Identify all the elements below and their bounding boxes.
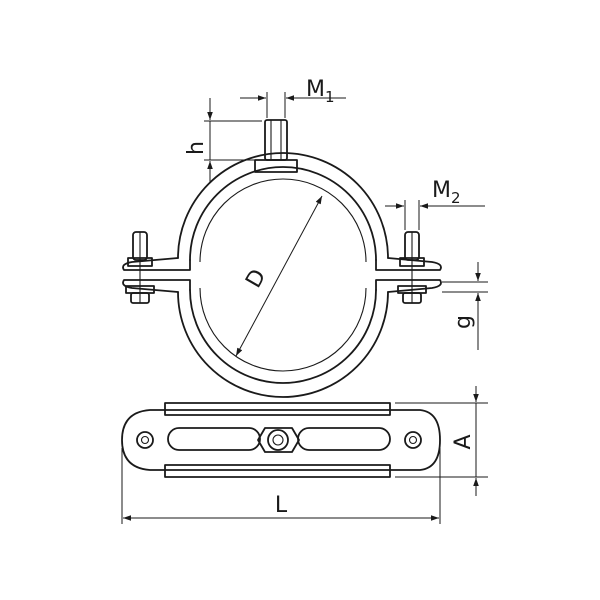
a-label: A	[451, 434, 476, 449]
clamp-front-view: D	[122, 119, 442, 398]
m2-label: M2	[432, 178, 461, 207]
right-hole	[404, 431, 422, 449]
clamp-top-view	[121, 402, 441, 478]
h-dimension: h	[184, 98, 262, 182]
left-lower-tab	[122, 279, 191, 293]
clamp-inner-band	[189, 166, 377, 261]
clamp-outer-band	[177, 152, 389, 259]
g-dimension: g	[442, 262, 488, 350]
left-screw	[125, 231, 155, 304]
clamp-liner-edge-lower	[199, 287, 367, 372]
g-label: g	[451, 315, 476, 329]
left-slot	[167, 427, 261, 451]
right-lower-tab	[375, 279, 442, 293]
right-upper-tab	[375, 257, 442, 271]
h-label: h	[184, 141, 209, 155]
clamp-liner-edge	[199, 178, 367, 263]
left-hole	[136, 431, 154, 449]
center-nut	[257, 427, 300, 453]
top-view-outline	[121, 409, 441, 471]
m1-dimension: M1	[240, 77, 346, 118]
left-upper-tab	[122, 257, 191, 271]
right-slot	[297, 427, 391, 451]
l-dimension: L	[121, 448, 441, 524]
top-threaded-stud	[254, 119, 298, 173]
diameter-label: D	[241, 265, 271, 292]
diameter-dim-line	[235, 195, 323, 357]
top-band-strip	[164, 402, 391, 416]
m2-dimension: M2	[385, 178, 485, 230]
clamp-outer-band-lower	[177, 291, 389, 398]
clamp-inner-band-lower	[189, 289, 377, 384]
bottom-band-strip	[164, 464, 391, 478]
l-label: L	[275, 493, 288, 518]
right-screw	[397, 231, 427, 304]
a-dimension: A	[395, 386, 488, 496]
m1-label: M1	[306, 77, 335, 106]
